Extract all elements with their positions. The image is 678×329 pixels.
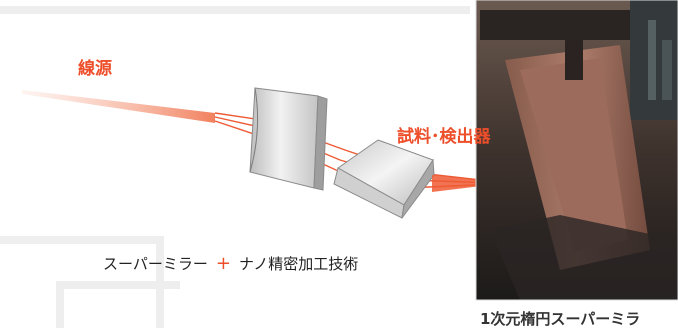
background-outline	[0, 6, 470, 328]
plus-sign: +	[215, 253, 231, 274]
photo-caption: 1次元楕円スーパーミラ	[480, 310, 641, 328]
first-mirror	[249, 87, 328, 191]
source-label: 線源	[78, 59, 112, 79]
focused-beam	[432, 175, 498, 192]
source-beam	[22, 90, 215, 123]
caption: スーパーミラー + ナノ精密加工技術	[103, 253, 358, 274]
second-mirror	[333, 139, 435, 219]
mirror-photo	[475, 0, 678, 301]
caption-supermirror: スーパーミラー	[103, 255, 208, 273]
sample-detector-label: 試料･検出器	[397, 127, 491, 147]
caption-nano-processing: ナノ精密加工技術	[238, 255, 359, 273]
